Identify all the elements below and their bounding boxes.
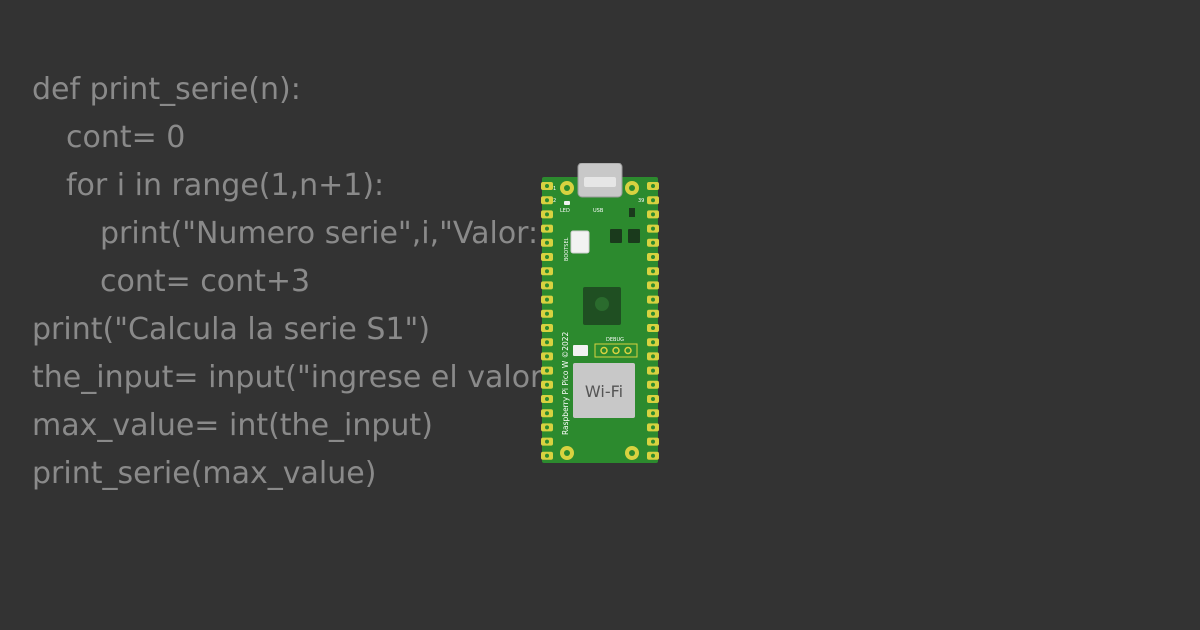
gpio-pin-hole (545, 269, 549, 274)
led-label: LED (560, 208, 570, 214)
pin-number-label: 2 (553, 198, 556, 204)
gpio-pin-hole (651, 354, 655, 359)
usb-port-opening (584, 177, 616, 187)
code-listing: def print_serie(n): cont= 0 for i in ran… (32, 66, 542, 498)
pin-header-left (541, 182, 553, 460)
component (629, 208, 635, 217)
gpio-pin-hole (545, 425, 549, 430)
gpio-pin-hole (651, 184, 655, 188)
usb-label: USB (593, 208, 604, 214)
gpio-pin-hole (651, 397, 655, 401)
gpio-pin-hole (545, 382, 549, 387)
mounting-hole-center (629, 185, 635, 191)
gpio-pin-hole (545, 354, 549, 359)
gpio-pin-hole (545, 326, 549, 330)
gpio-pin-hole (545, 184, 549, 188)
gpio-pin-hole (545, 297, 549, 302)
code-line: cont= 0 (66, 120, 186, 155)
debug-pin (612, 346, 620, 355)
mounting-hole-center (629, 450, 635, 456)
gpio-pin-hole (651, 226, 655, 231)
bootsel-button[interactable] (570, 230, 590, 254)
gpio-pin-hole (651, 283, 655, 288)
gpio-pin-hole (545, 453, 549, 458)
pin-number-label: 1 (553, 186, 556, 192)
gpio-pin-hole (651, 240, 655, 245)
gpio-pin-hole (545, 411, 549, 416)
gpio-pin-hole (651, 212, 655, 217)
gpio-pin-hole (651, 439, 655, 444)
debug-header[interactable] (594, 343, 638, 358)
gpio-pin-hole (651, 311, 655, 316)
pico-w-board[interactable]: 1 2 39 LED USB BOOTSEL Raspberry Pi Pico… (540, 163, 660, 465)
component (573, 345, 588, 356)
gpio-pin-hole (651, 382, 655, 387)
gpio-pin-hole (545, 198, 549, 203)
gpio-pin-hole (545, 283, 549, 288)
gpio-pin-hole (545, 311, 549, 316)
gpio-pin-hole (545, 368, 549, 373)
gpio-pin-hole (545, 340, 549, 345)
code-line: print("Calcula la serie S1") (32, 312, 431, 347)
gpio-pin-hole (545, 212, 549, 217)
gpio-pin-hole (545, 439, 549, 444)
debug-pin (600, 346, 608, 355)
board-silkscreen: Raspberry Pi Pico W ©2022 (561, 331, 570, 435)
led-indicator (564, 201, 570, 205)
gpio-pin-hole (651, 198, 655, 203)
gpio-pin-hole (651, 297, 655, 302)
gpio-pin-hole (545, 397, 549, 401)
component (628, 229, 640, 243)
pico-w-board-graphic: 1 2 39 LED USB BOOTSEL Raspberry Pi Pico… (541, 163, 659, 463)
gpio-pin-hole (651, 453, 655, 458)
code-line: def print_serie(n): (32, 72, 301, 107)
bootsel-label: BOOTSEL (564, 237, 570, 261)
debug-pin (624, 346, 632, 355)
wifi-module (573, 363, 635, 418)
gpio-pin-hole (545, 226, 549, 231)
gpio-pin-hole (651, 425, 655, 430)
gpio-pin-hole (651, 411, 655, 416)
mounting-hole-center (564, 185, 570, 191)
gpio-pin-hole (651, 255, 655, 259)
gpio-pin-hole (651, 269, 655, 274)
code-line: print("Numero serie",i,"Valor: (100, 216, 539, 251)
gpio-pin-hole (651, 340, 655, 345)
pin-header-right (647, 182, 659, 460)
component (610, 229, 622, 243)
code-line: print_serie(max_value) (32, 456, 377, 491)
gpio-pin-hole (545, 255, 549, 259)
gpio-pin-hole (651, 368, 655, 373)
raspberry-logo-icon (595, 297, 609, 311)
gpio-pin-hole (651, 326, 655, 330)
wifi-module-label: Wi-Fi (585, 382, 623, 401)
gpio-pin-hole (545, 240, 549, 245)
code-line: max_value= int(the_input) (32, 408, 433, 443)
mounting-hole-center (564, 450, 570, 456)
code-line: the_input= input("ingrese el valor: (32, 360, 542, 395)
code-line: for i in range(1,n+1): (66, 168, 385, 203)
code-line: cont= cont+3 (100, 264, 311, 299)
debug-label: DEBUG (606, 337, 624, 343)
pin-number-label: 39 (638, 198, 644, 204)
